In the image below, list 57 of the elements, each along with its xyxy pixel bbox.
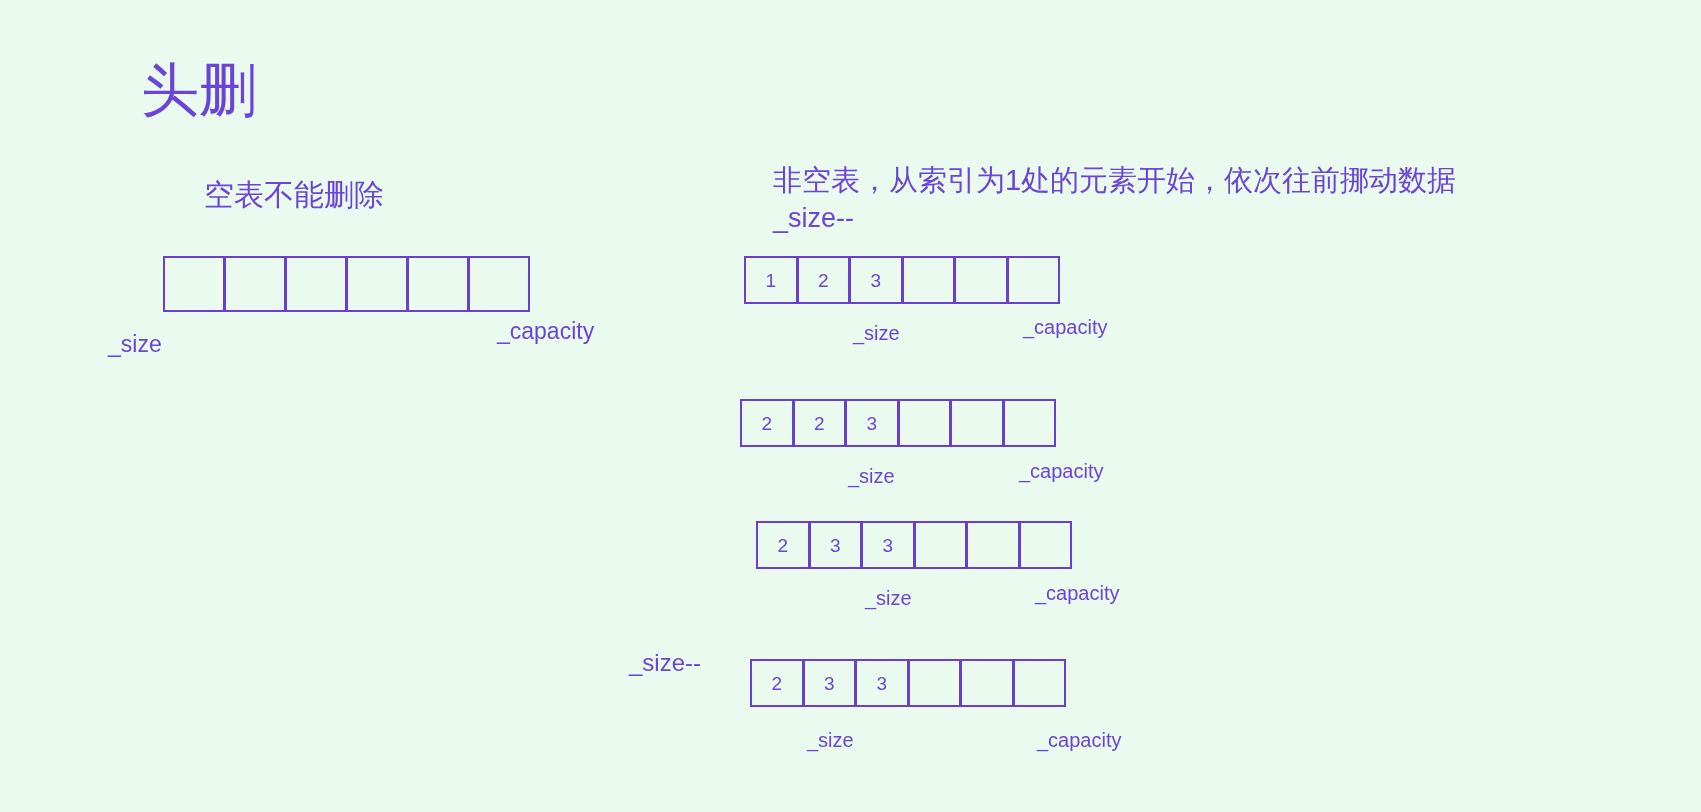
array-cell bbox=[1018, 521, 1072, 569]
array-cell bbox=[756, 521, 810, 569]
array-cell bbox=[913, 521, 967, 569]
array-cell bbox=[897, 399, 951, 447]
cell-value: 2 bbox=[813, 413, 825, 433]
array-cell bbox=[960, 659, 1014, 707]
array-cell bbox=[740, 399, 794, 447]
cell-value: 3 bbox=[882, 535, 894, 555]
array-cell bbox=[808, 521, 862, 569]
array-cell bbox=[855, 659, 909, 707]
array-cell bbox=[796, 256, 850, 304]
label: 空表不能删除 bbox=[204, 177, 384, 213]
label: _size-- bbox=[629, 648, 701, 678]
label: _capacity bbox=[1035, 581, 1120, 605]
label: _capacity bbox=[1037, 728, 1122, 752]
array-cell bbox=[1002, 399, 1056, 447]
array-cell bbox=[1012, 659, 1066, 707]
array-cell bbox=[224, 256, 286, 312]
label: _capacity bbox=[1019, 459, 1104, 483]
array-cell bbox=[285, 256, 347, 312]
array-cell bbox=[163, 256, 225, 312]
label: _size bbox=[108, 331, 162, 359]
array-cell bbox=[849, 256, 903, 304]
cell-value: 3 bbox=[870, 270, 882, 290]
array-cell bbox=[750, 659, 804, 707]
label: _size-- bbox=[773, 201, 854, 235]
label: _capacity bbox=[497, 318, 595, 346]
array-cell bbox=[346, 256, 408, 312]
array-cell bbox=[744, 256, 798, 304]
array-cell bbox=[901, 256, 955, 304]
array-cell bbox=[950, 399, 1004, 447]
cell-value: 2 bbox=[777, 535, 789, 555]
array-cell bbox=[954, 256, 1008, 304]
cell-value: 3 bbox=[823, 673, 835, 693]
cell-value: 2 bbox=[817, 270, 829, 290]
array-cell bbox=[966, 521, 1020, 569]
label: _size bbox=[848, 464, 895, 488]
array-cell bbox=[468, 256, 530, 312]
cell-value: 3 bbox=[876, 673, 888, 693]
cell-value: 3 bbox=[829, 535, 841, 555]
cell-value: 3 bbox=[866, 413, 878, 433]
array-cell bbox=[792, 399, 846, 447]
label: _size bbox=[807, 728, 854, 752]
label: _size bbox=[853, 321, 900, 345]
array-cell bbox=[861, 521, 915, 569]
array-cell bbox=[1006, 256, 1060, 304]
label: _capacity bbox=[1023, 315, 1108, 339]
title: 头删 bbox=[141, 58, 257, 122]
array-cell bbox=[407, 256, 469, 312]
array-cell bbox=[845, 399, 899, 447]
array-cell bbox=[907, 659, 961, 707]
cell-value: 1 bbox=[765, 270, 777, 290]
label: 非空表，从索引为1处的元素开始，依次往前挪动数据 bbox=[773, 162, 1457, 198]
array-cell bbox=[802, 659, 856, 707]
cell-value: 2 bbox=[761, 413, 773, 433]
label: _size bbox=[865, 586, 912, 610]
cell-value: 2 bbox=[771, 673, 783, 693]
